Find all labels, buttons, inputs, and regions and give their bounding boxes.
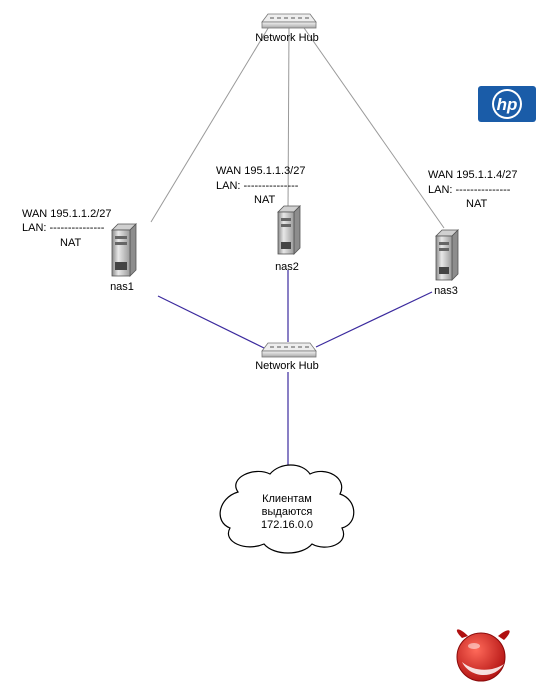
cloud-line-3: 172.16.0.0: [261, 519, 313, 531]
hp-logo-text: hp: [497, 95, 518, 114]
bsd-logo: [456, 629, 510, 682]
nas3-wan-label: WAN 195.1.1.4/27: [428, 169, 517, 181]
nas3-name: nas3: [434, 285, 458, 297]
wan-link-nas3: [301, 24, 445, 229]
hp-logo: hp: [478, 86, 536, 122]
server-icon: [111, 223, 137, 277]
server-icon: [277, 205, 301, 255]
server-icon: [435, 229, 459, 281]
cloud-shape: [219, 464, 355, 554]
nas1-nat-label: NAT: [60, 237, 81, 249]
nas1-lan-label: LAN: ---------------: [22, 222, 105, 234]
network-hub-top: Network Hub: [255, 13, 319, 44]
nas2-lan-label: LAN: ---------------: [216, 180, 299, 192]
nas1-wan-label: WAN 195.1.1.2/27: [22, 208, 111, 220]
lan-links: [157, 270, 433, 472]
wan-link-nas2: [287, 25, 290, 213]
lan-link-nas3: [315, 291, 433, 348]
wan-link-nas1: [150, 24, 271, 223]
nas1-name: nas1: [110, 281, 134, 293]
nas2-name: nas2: [275, 261, 299, 273]
cloud-line-1: Клиентам: [262, 493, 312, 505]
network-hub-top-label: Network Hub: [255, 32, 319, 44]
nas2-wan-label: WAN 195.1.1.3/27: [216, 165, 305, 177]
nas3-lan-label: LAN: ---------------: [428, 184, 511, 196]
server-nas3: WAN 195.1.1.4/27 LAN: --------------- NA…: [428, 169, 517, 297]
server-nas1: WAN 195.1.1.2/27 LAN: --------------- NA…: [22, 208, 137, 293]
server-nas2: WAN 195.1.1.3/27 LAN: --------------- NA…: [216, 165, 305, 273]
wan-links: [150, 24, 445, 229]
nas2-nat-label: NAT: [254, 194, 275, 206]
lan-link-nas1: [157, 295, 265, 349]
cloud-line-2: выдаются: [262, 506, 313, 518]
client-cloud: Клиентам выдаются 172.16.0.0: [219, 464, 355, 554]
nas3-nat-label: NAT: [466, 198, 487, 210]
network-hub-bottom: Network Hub: [255, 342, 319, 372]
network-hub-bottom-label: Network Hub: [255, 360, 319, 372]
